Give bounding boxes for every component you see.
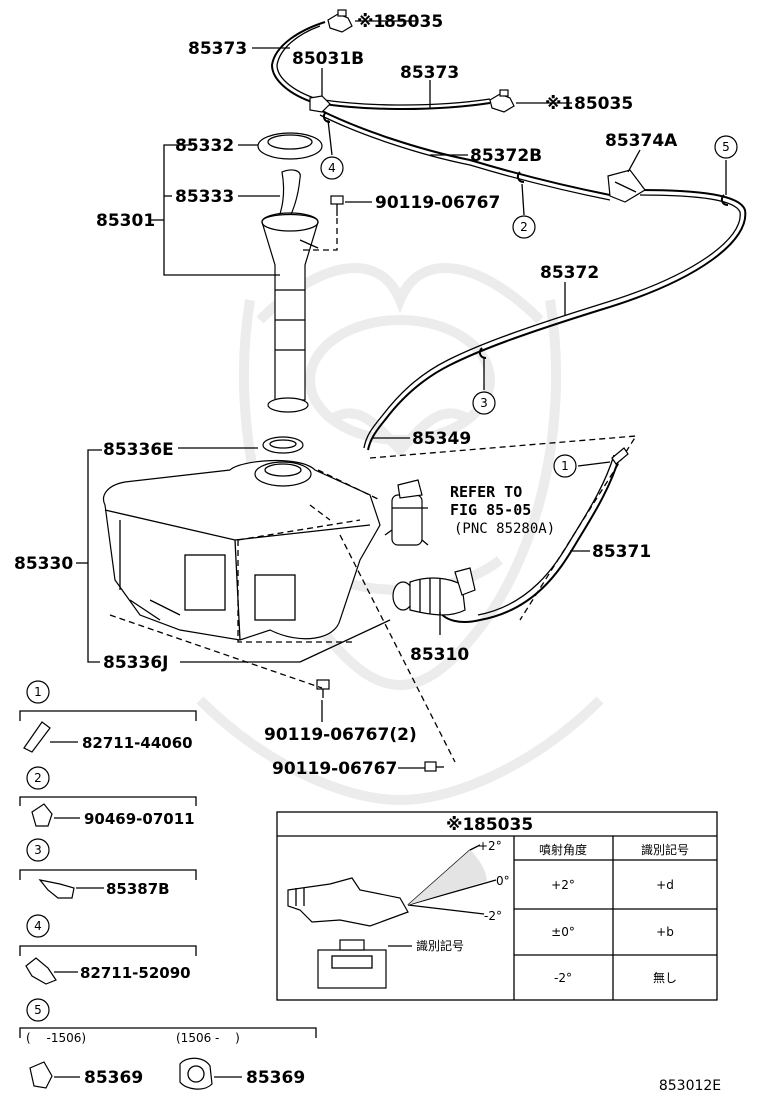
table-row3-mark: 無し: [653, 970, 677, 985]
label-85310: 85310: [410, 645, 469, 665]
table-title-part: 85035: [474, 815, 533, 835]
hose-85373-left: [270, 21, 326, 104]
table-row2-mark: +b: [656, 925, 674, 939]
filler-neck-85301: [261, 212, 319, 413]
refer-line-3: (PNC 85280A): [454, 521, 555, 537]
svg-text:2: 2: [34, 771, 42, 785]
callout-4: 4: [320, 156, 344, 180]
grommet-85310: [392, 567, 476, 616]
label-85336j: 85336J: [103, 653, 168, 673]
label-85373-right: 85373: [400, 63, 459, 83]
label-85373-left: 85373: [188, 39, 247, 59]
label-85372b: 85372B: [470, 146, 542, 166]
svg-text:5: 5: [722, 140, 730, 154]
cap-85332: [257, 132, 323, 160]
label-90119-2: 90119-06767(2): [264, 725, 417, 745]
label-85333: 85333: [175, 187, 234, 207]
hose-85372b: [319, 109, 611, 201]
legend-part-1: 82711-44060: [82, 734, 193, 752]
nozzle-85035-mid: [489, 89, 515, 113]
svg-text:4: 4: [328, 161, 336, 175]
washer-pump-ref: [384, 479, 429, 546]
label-90119-top: 90119-06767: [375, 193, 500, 213]
table-col-angle: 噴射角度: [539, 842, 587, 857]
label-85332: 85332: [175, 136, 234, 156]
label-85330: 85330: [14, 554, 73, 574]
clamp-marker-2: [516, 171, 525, 183]
svg-text:2: 2: [520, 220, 528, 234]
angle-label-mid: 0°: [496, 874, 510, 888]
callout-5: 5: [714, 135, 738, 159]
bolt-90119-top: [330, 195, 344, 216]
gasket-85336e: [262, 436, 304, 454]
legend-item-1: 1 82711-44060: [19, 680, 197, 753]
legend5-range-a: ( -1506): [26, 1031, 86, 1045]
svg-text:3: 3: [34, 843, 42, 857]
legend-item-2: 2 90469-07011: [19, 766, 197, 828]
clamp-marker-5: [720, 194, 729, 206]
table-col-mark: 識別記号: [641, 842, 689, 857]
mark-85035-top: ※1: [357, 12, 385, 32]
label-85371: 85371: [592, 542, 651, 562]
callout-3: 3: [472, 391, 496, 415]
svg-text:3: 3: [480, 396, 488, 410]
label-85349: 85349: [412, 429, 471, 449]
mark-85035-mid: ※1: [545, 94, 573, 114]
table-row1-mark: +d: [656, 878, 674, 892]
diagram-id: 853012E: [659, 1078, 721, 1094]
label-85372: 85372: [540, 263, 599, 283]
table-row2-angle: ±0°: [551, 925, 575, 939]
legend5-part-a: 85369: [84, 1068, 143, 1088]
label-85031b: 85031B: [292, 49, 364, 69]
refer-line-2: FIG 85-05: [450, 501, 531, 519]
label-85374a: 85374A: [605, 131, 678, 151]
legend5-range-b: (1506 - ): [176, 1031, 240, 1045]
legend-item-5: 5 ( -1506) (1506 - ) 85369 85369: [19, 998, 317, 1090]
refer-line-1: REFER TO: [450, 483, 522, 501]
clamp-marker-1: [611, 447, 629, 465]
legend-part-4: 82711-52090: [80, 964, 191, 982]
table-row1-angle: +2°: [551, 878, 575, 892]
hose-85372: [363, 189, 747, 451]
svg-text:5: 5: [34, 1003, 42, 1017]
nozzle-85035-top: [327, 9, 353, 33]
clamp-marker-3: [478, 347, 487, 359]
angle-label-top: +2°: [478, 839, 502, 853]
bolt-90119-mid: [316, 679, 330, 698]
bolt-90119-bottom: [424, 761, 444, 772]
legend5-part-b: 85369: [246, 1068, 305, 1088]
label-85336e: 85336E: [103, 440, 174, 460]
legend-part-2: 90469-07011: [84, 810, 195, 828]
watermark-emblem: [196, 263, 604, 806]
label-85035-top: 85035: [384, 12, 443, 32]
table-title-mark: ※1: [446, 815, 474, 835]
callout-1: 1: [553, 454, 577, 478]
connector-85374a: [607, 169, 646, 203]
label-90119-bottom: 90119-06767: [272, 759, 397, 779]
legend-item-4: 4 82711-52090: [19, 914, 197, 985]
callout-2: 2: [512, 215, 536, 239]
label-85035-mid: 85035: [574, 94, 633, 114]
id-mark-label: 識別記号: [416, 938, 464, 953]
svg-text:1: 1: [561, 459, 569, 473]
table-row3-angle: -2°: [554, 971, 572, 985]
hose-85373-right: [317, 98, 491, 110]
legend-item-3: 3 85387B: [19, 838, 197, 899]
legend-part-3: 85387B: [106, 880, 170, 898]
label-85301: 85301: [96, 211, 155, 231]
svg-text:4: 4: [34, 919, 42, 933]
angle-label-bot: -2°: [484, 909, 502, 923]
nozzle-angle-table: ※1 85035 噴射角度 識別記号 +2° +d ±0° +b -2° 無し …: [276, 811, 718, 1001]
svg-text:1: 1: [34, 685, 42, 699]
joint-85031b: [309, 95, 331, 113]
tank-85330: [103, 460, 381, 641]
